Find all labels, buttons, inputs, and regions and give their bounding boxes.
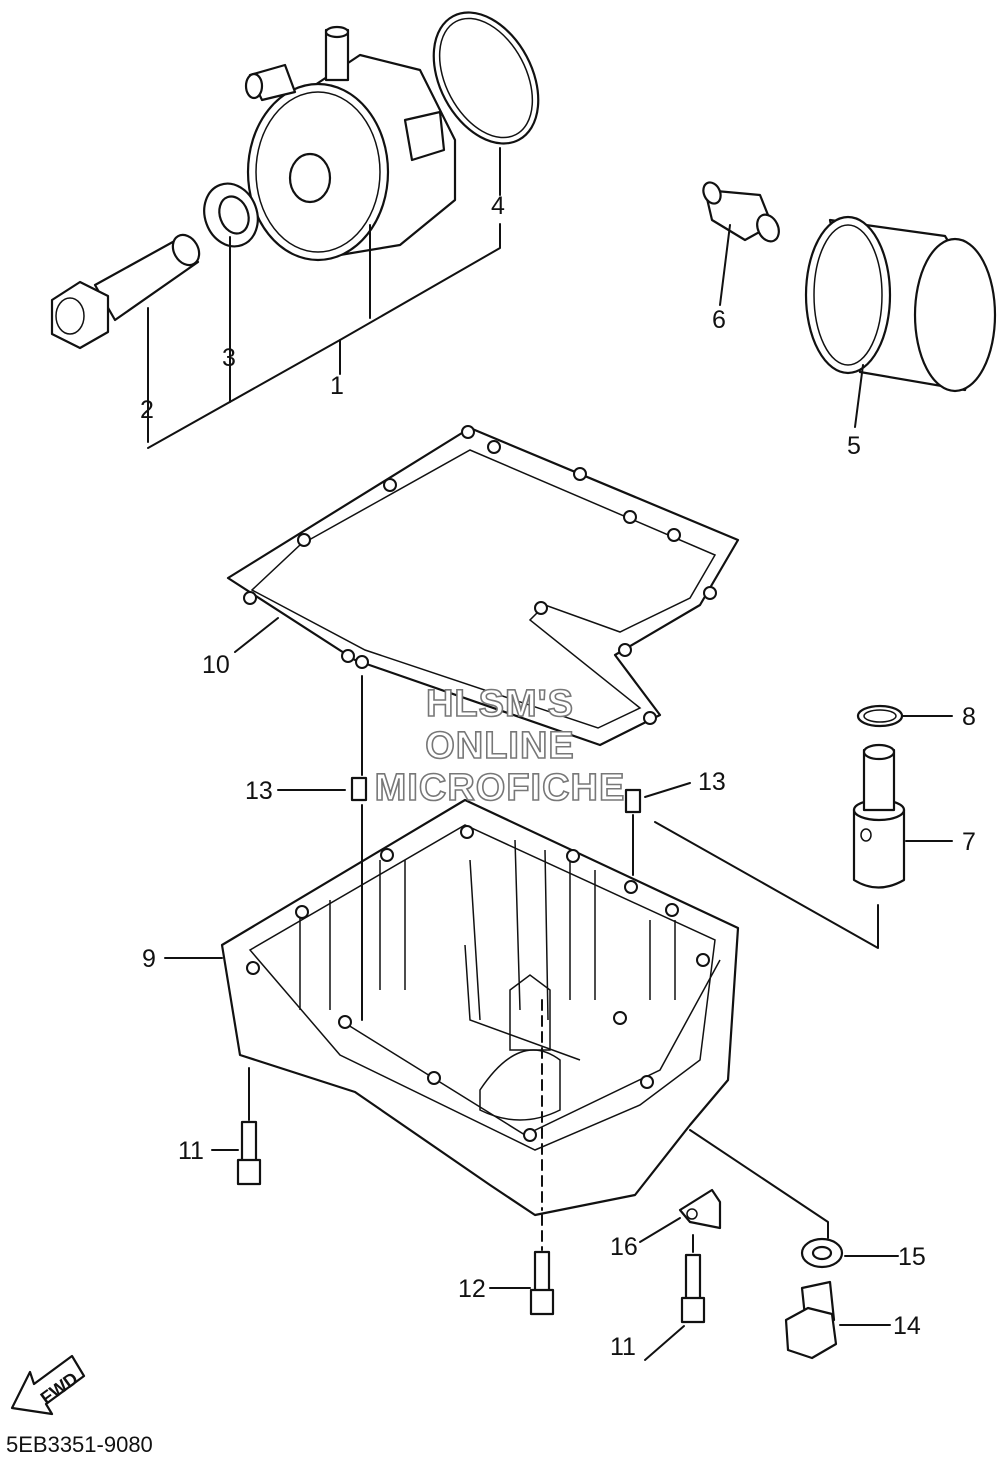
watermark-line-3: MICROFICHE: [375, 767, 626, 809]
callout-4: 4: [491, 192, 505, 220]
drain-bolt: [784, 1280, 838, 1360]
callout-2: 2: [140, 396, 154, 424]
watermark-line-2: ONLINE: [425, 725, 575, 767]
union-bolt: [50, 233, 201, 350]
o-ring-small: [856, 704, 904, 728]
gasket: [226, 425, 740, 747]
drawing-code: 5EB3351-9080: [6, 1432, 153, 1457]
callout-13b: 13: [698, 768, 726, 796]
callout-6: 6: [712, 306, 726, 334]
fwd-arrow: FWD: [10, 1354, 86, 1416]
o-ring-large: [432, 11, 540, 145]
callout-9: 9: [142, 945, 156, 973]
callout-1: 1: [330, 372, 344, 400]
bolt: [236, 1120, 706, 1324]
dowel-pin: [350, 776, 642, 814]
callout-16: 16: [610, 1233, 638, 1261]
callout-11a: 11: [178, 1137, 204, 1165]
callout-14: 14: [893, 1312, 921, 1340]
watermark: HLSM'S ONLINE MICROFICHE: [374, 682, 626, 810]
callout-11b: 11: [610, 1333, 636, 1361]
fitting: [702, 181, 780, 243]
watermark-line-1: HLSM'S: [426, 683, 574, 725]
callout-5: 5: [847, 432, 861, 460]
drain-gasket: [800, 1237, 844, 1269]
callout-3: 3: [222, 344, 236, 372]
callout-8: 8: [962, 703, 976, 731]
oil-cooler: [244, 25, 457, 262]
callout-10: 10: [202, 651, 230, 679]
bracket: [678, 1188, 722, 1230]
oil-filter: [804, 215, 997, 393]
oil-pan: [220, 798, 740, 1217]
callout-7: 7: [962, 828, 976, 856]
strainer-pipe: [852, 743, 906, 889]
callout-labels: 1 2 3 4 5 6 7 8 9 10 11 11 12 13 13 14 1…: [140, 192, 976, 1361]
callout-13a: 13: [245, 777, 273, 805]
washer: [203, 182, 259, 248]
leader-lines: [147, 147, 953, 1361]
callout-12: 12: [458, 1275, 486, 1303]
callout-15: 15: [898, 1243, 926, 1271]
